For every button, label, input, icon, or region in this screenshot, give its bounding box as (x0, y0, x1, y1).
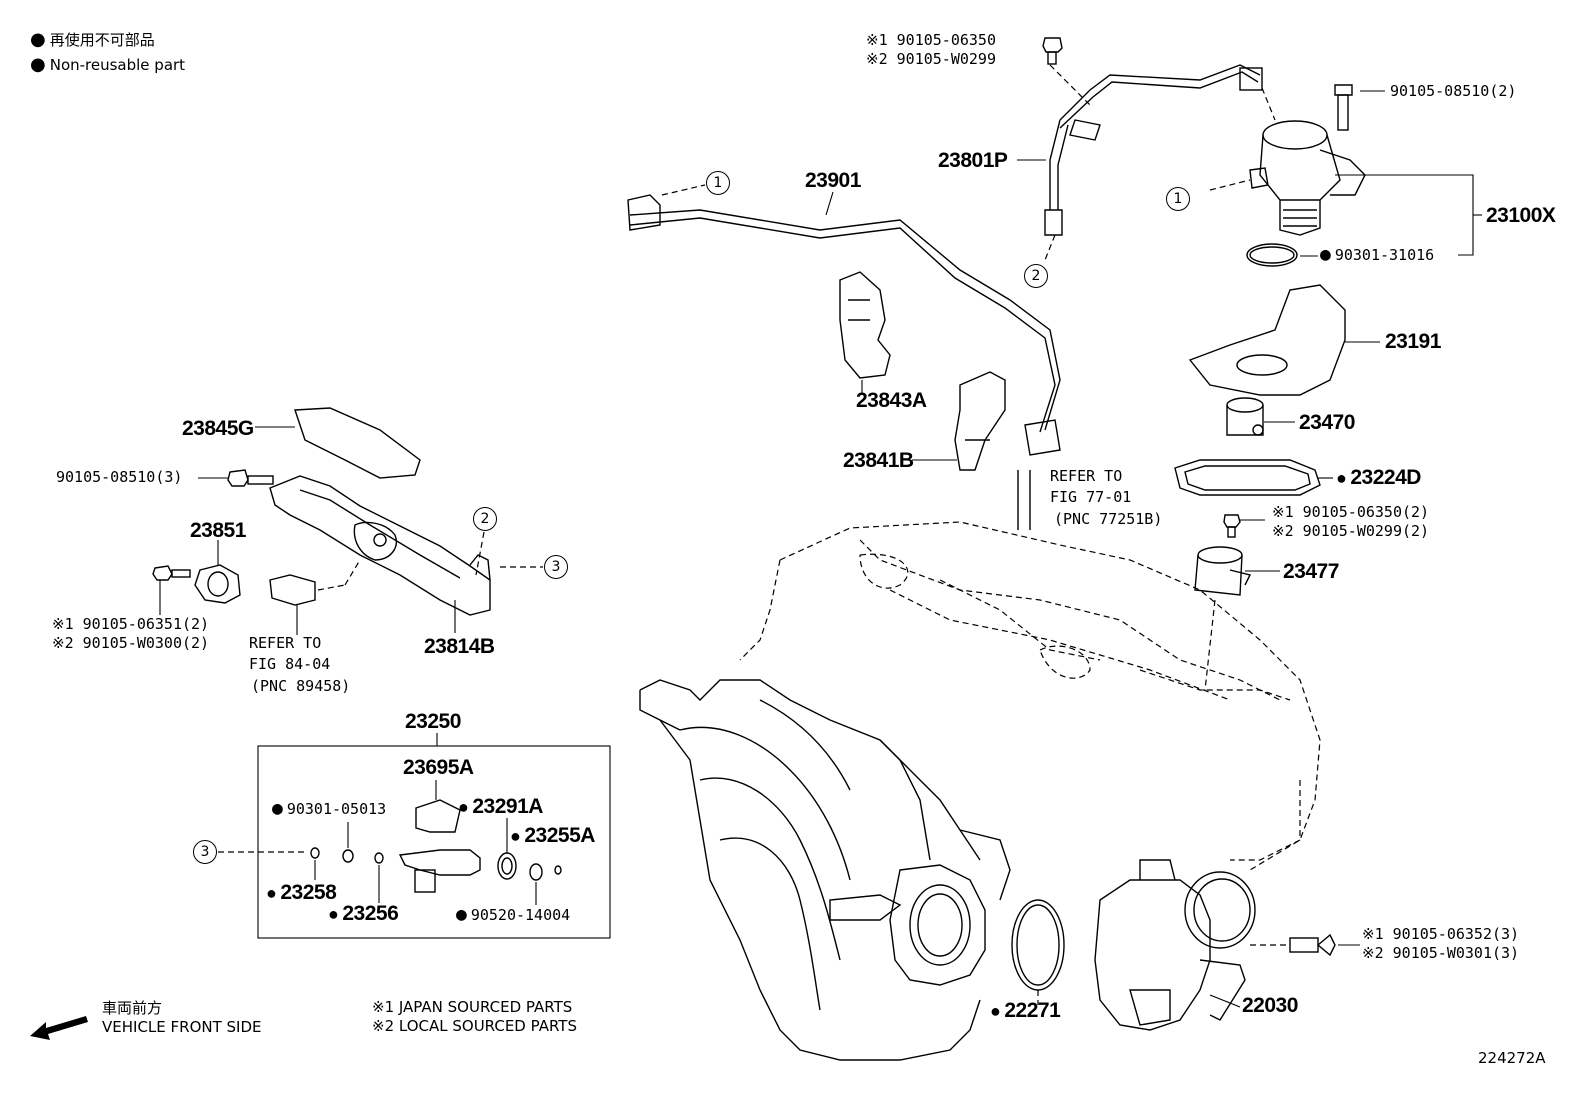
sensor-drawing (269, 559, 361, 635)
label-23100x: 23100X (1486, 204, 1556, 227)
label-23258: 23258 (266, 882, 336, 903)
label-90301-31016: 90301-31016 (1320, 246, 1434, 264)
legend-non-reusable-en: Non-reusable part (30, 56, 185, 74)
bolt-top-drawing (1042, 37, 1063, 65)
engine-block-drawing (739, 521, 1321, 871)
label-23250: 23250 (405, 710, 461, 733)
refer-fig-77-line1: REFER TO (1050, 467, 1123, 485)
label-90105-w0300-l: ※2 90105-W0300(2) (52, 634, 210, 652)
label-23470: 23470 (1299, 411, 1355, 434)
label-23695a: 23695A (403, 756, 474, 779)
label-23814b: 23814B (424, 635, 495, 658)
note-local-sourced: ※2 LOCAL SOURCED PARTS (372, 1017, 577, 1035)
bolt-spacer-drawing (152, 565, 191, 615)
refer-fig-77-line3: (PNC 77251B) (1054, 510, 1163, 528)
label-90105-08510-3: 90105-08510(3) (56, 468, 183, 486)
label-90105-06350-2-j: ※1 90105-06350(2) (1272, 503, 1430, 521)
leader-c2-rail (475, 531, 485, 576)
injector-box (257, 745, 611, 939)
label-90105-06351-j: ※1 90105-06351(2) (52, 615, 210, 633)
bolt-rail-drawing (227, 469, 274, 487)
gasket-22271-drawing (1011, 899, 1065, 991)
label-23256: 23256 (328, 903, 398, 924)
label-90105-06352-j: ※1 90105-06352(3) (1362, 925, 1520, 943)
label-90301-05013: 90301-05013 (272, 800, 386, 818)
label-23851: 23851 (190, 519, 246, 542)
label-23841b: 23841B (843, 449, 914, 472)
bolt-23477-drawing (1223, 514, 1241, 538)
callout-3-injector: 3 (193, 840, 217, 864)
legend-non-reusable-ja: 再使用不可部品 (30, 31, 155, 49)
label-90105-w0299-l: ※2 90105-W0299 (866, 50, 996, 68)
label-23255a: 23255A (510, 825, 595, 846)
insulator-23470-drawing (1226, 397, 1264, 436)
front-arrow-icon (30, 1016, 88, 1040)
refer-fig-84-line3: (PNC 89458) (251, 677, 351, 695)
front-side-ja: 車両前方 (102, 999, 163, 1017)
injector-drawing (310, 799, 562, 893)
fuel-rail-drawing (269, 407, 491, 616)
spacer-23851-drawing (194, 540, 241, 604)
front-side-en: VEHICLE FRONT SIDE (102, 1018, 262, 1036)
clamp-23843a-drawing (839, 271, 891, 379)
refer-fig-77-line2: FIG 77-01 (1050, 488, 1132, 506)
label-23191: 23191 (1385, 330, 1441, 353)
note-japan-sourced: ※1 JAPAN SOURCED PARTS (372, 998, 573, 1016)
harness-23901-drawing (627, 184, 1061, 530)
callout-1-pump: 1 (1166, 187, 1190, 211)
throttle-body-drawing (1094, 859, 1336, 1031)
insulator-23477-drawing (1194, 546, 1252, 691)
label-23477: 23477 (1283, 560, 1339, 583)
label-23843a: 23843A (856, 389, 927, 412)
bracket-23191-drawing (1188, 284, 1346, 396)
label-22271: 22271 (990, 1000, 1060, 1021)
figure-id: 224272A (1478, 1049, 1546, 1067)
label-90105-06350-j: ※1 90105-06350 (866, 31, 996, 49)
label-22030: 22030 (1242, 994, 1298, 1017)
callout-3-rail: 3 (544, 555, 568, 579)
fuel-pump-drawing (1209, 84, 1366, 267)
gasket-23224d-drawing (1174, 459, 1321, 496)
label-23224d: 23224D (1336, 467, 1421, 488)
label-90105-w0299-2-l: ※2 90105-W0299(2) (1272, 522, 1430, 540)
connector-23841b-drawing (954, 371, 1006, 471)
label-90520-14004: 90520-14004 (456, 906, 570, 924)
intake-manifold-drawing (639, 679, 1011, 1061)
callout-2-harness: 2 (1024, 264, 1048, 288)
callout-2-rail: 2 (473, 507, 497, 531)
label-23901: 23901 (805, 169, 861, 192)
label-23291a: 23291A (458, 796, 543, 817)
harness-23801p-drawing (1044, 64, 1276, 261)
callout-1-harness: 1 (706, 171, 730, 195)
label-90105-08510-2: 90105-08510(2) (1390, 82, 1517, 100)
label-23845g: 23845G (182, 417, 254, 440)
label-90105-w0301-l: ※2 90105-W0301(3) (1362, 944, 1520, 962)
refer-fig-84-line1: REFER TO (249, 634, 322, 652)
label-23801p: 23801P (938, 149, 1008, 172)
refer-fig-84-line2: FIG 84-04 (249, 655, 331, 673)
